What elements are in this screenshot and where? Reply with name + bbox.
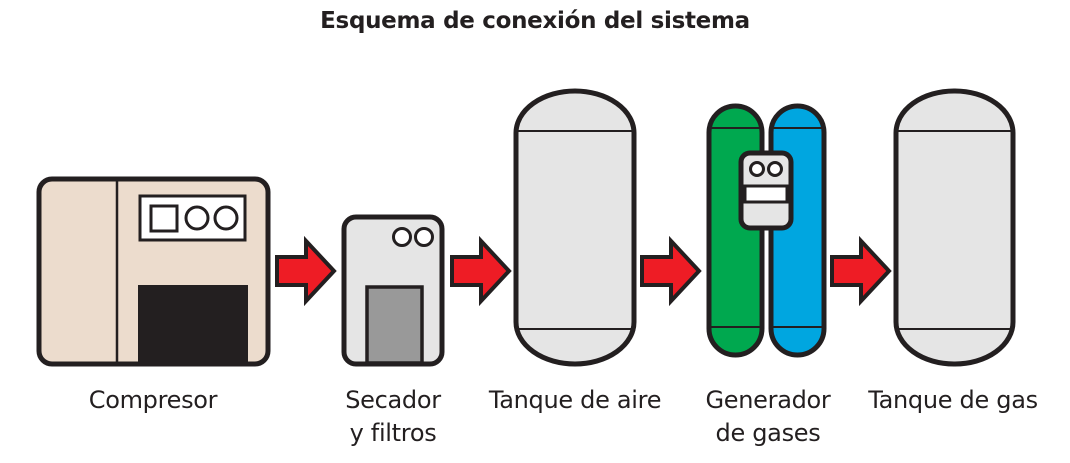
arrow-icon <box>830 235 892 307</box>
label-secador-line2: y filtros <box>349 419 437 447</box>
label-generador-line2: de gases <box>715 419 821 447</box>
gas-tank-icon <box>893 88 1016 367</box>
label-secador: Secador y filtros <box>293 384 493 450</box>
dryer-icon <box>341 214 445 367</box>
label-generador-line1: Generador <box>705 386 831 414</box>
compressor-icon <box>36 176 271 367</box>
label-tanque-gas: Tanque de gas <box>868 386 1038 414</box>
arrow-icon <box>275 235 337 307</box>
label-secador-line1: Secador <box>345 386 441 414</box>
arrow-icon <box>450 235 512 307</box>
arrow-icon <box>640 235 702 307</box>
label-compresor: Compresor <box>88 386 218 414</box>
label-tanque-aire: Tanque de aire <box>488 386 662 414</box>
diagram-title: Esquema de conexión del sistema <box>320 8 750 34</box>
label-generador: Generador de gases <box>668 384 868 450</box>
gas-generator-icon <box>706 103 827 358</box>
air-tank-icon <box>513 88 637 367</box>
